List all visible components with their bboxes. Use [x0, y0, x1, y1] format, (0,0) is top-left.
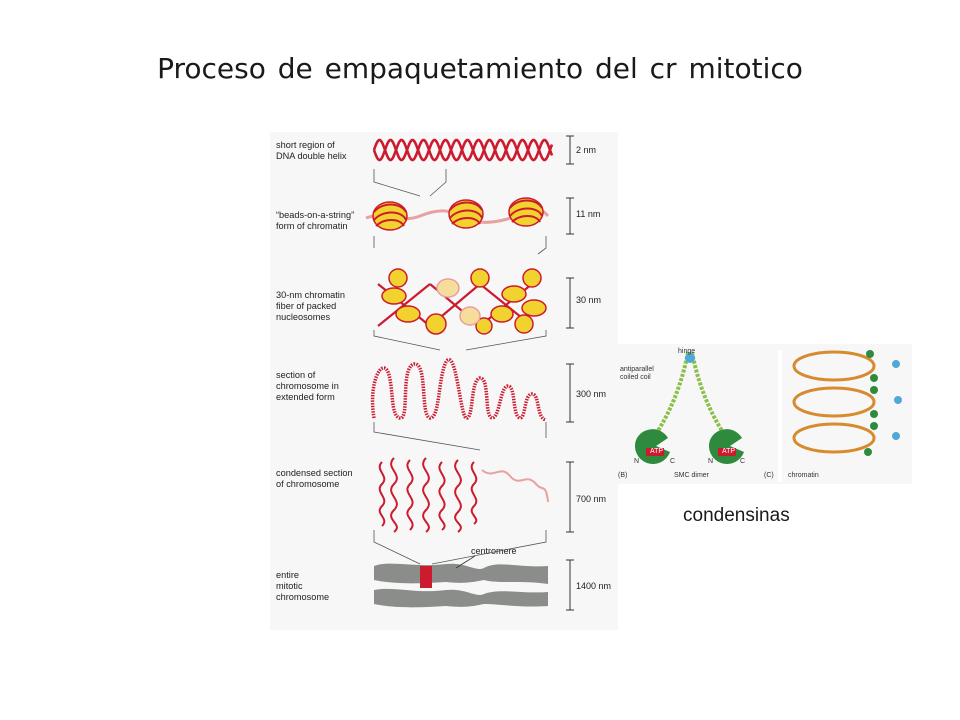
c-terminus-right: C — [740, 458, 746, 465]
mitotic-chromosome — [374, 555, 548, 608]
zoom-lines — [373, 169, 547, 565]
scale-bar-2nm — [566, 135, 574, 165]
n-terminus-right: N — [708, 458, 714, 465]
level-label-30nm: 30-nm chromatin fiber of packed nucleoso… — [276, 290, 345, 322]
smc-illustration — [634, 350, 902, 482]
nucleosome-bead-2 — [448, 199, 484, 229]
scale-bar-700nm — [566, 461, 574, 533]
thirty-nm-fiber — [377, 268, 547, 335]
atp-head-right — [708, 429, 744, 465]
condensin-complexes — [864, 350, 878, 456]
level-label-beads: “beads-on-a-string” form of chromatin — [276, 210, 355, 231]
scale-label-700nm: 700 nm — [576, 494, 607, 504]
nucleosome-bead-1 — [372, 201, 408, 231]
level-label-dna: short region of DNA double helix — [276, 140, 347, 161]
slide-title: Proceso de empaquetamiento del cr mitoti… — [157, 52, 803, 85]
scale-label-1400nm: 1400 nm — [576, 581, 612, 591]
condensed-chromosome-section — [378, 457, 549, 533]
n-terminus-left: N — [634, 458, 640, 465]
atp-label-left: ATP — [650, 448, 664, 455]
scale-bar-300nm — [566, 363, 574, 423]
figure-background — [270, 132, 618, 630]
atp-label-right: ATP — [722, 448, 736, 455]
level-label-extended: section of chromosome in extended form — [276, 370, 339, 402]
panel-b-label: (B) — [618, 472, 628, 479]
panel-c-label: (C) — [764, 472, 774, 479]
hinge-label: hinge — [678, 348, 696, 355]
chromatin-packing-figure: short region of DNA double helix “beads-… — [270, 132, 618, 630]
scale-label-11nm: 11 nm — [576, 209, 601, 219]
dna-double-helix — [372, 138, 554, 162]
coiled-coil-label: antiparallel coiled coil — [620, 366, 654, 381]
condensins-caption: condensinas — [683, 505, 790, 526]
level-label-condensed: condensed section of chromosome — [276, 468, 353, 489]
scale-bar-1400nm — [566, 559, 574, 611]
scale-bars — [566, 135, 574, 611]
nucleosome-bead-3 — [508, 197, 544, 227]
chromatin-label: chromatin — [788, 472, 819, 479]
beads-on-string — [365, 197, 550, 231]
scale-bar-30nm — [566, 277, 574, 329]
centromere-mark — [420, 566, 432, 588]
scale-label-2nm: 2 nm — [576, 145, 597, 155]
level-label-mitotic: entire mitotic chromosome — [276, 570, 330, 602]
extended-chromosome-loops — [370, 357, 547, 422]
smc-condensin-figure: hinge antiparallel coiled coil ATP ATP N… — [612, 344, 912, 484]
smc-dimer-label: SMC dimer — [674, 472, 710, 479]
atp-head-left — [634, 429, 670, 465]
scale-bar-11nm — [566, 197, 574, 235]
chromatin-loops — [792, 350, 876, 454]
scale-label-30nm: 30 nm — [576, 295, 602, 305]
hinge-domain — [685, 353, 695, 363]
centromere-label: centromere — [471, 546, 517, 556]
c-terminus-left: C — [670, 458, 676, 465]
packing-illustration — [365, 135, 574, 611]
scale-label-300nm: 300 nm — [576, 389, 607, 399]
